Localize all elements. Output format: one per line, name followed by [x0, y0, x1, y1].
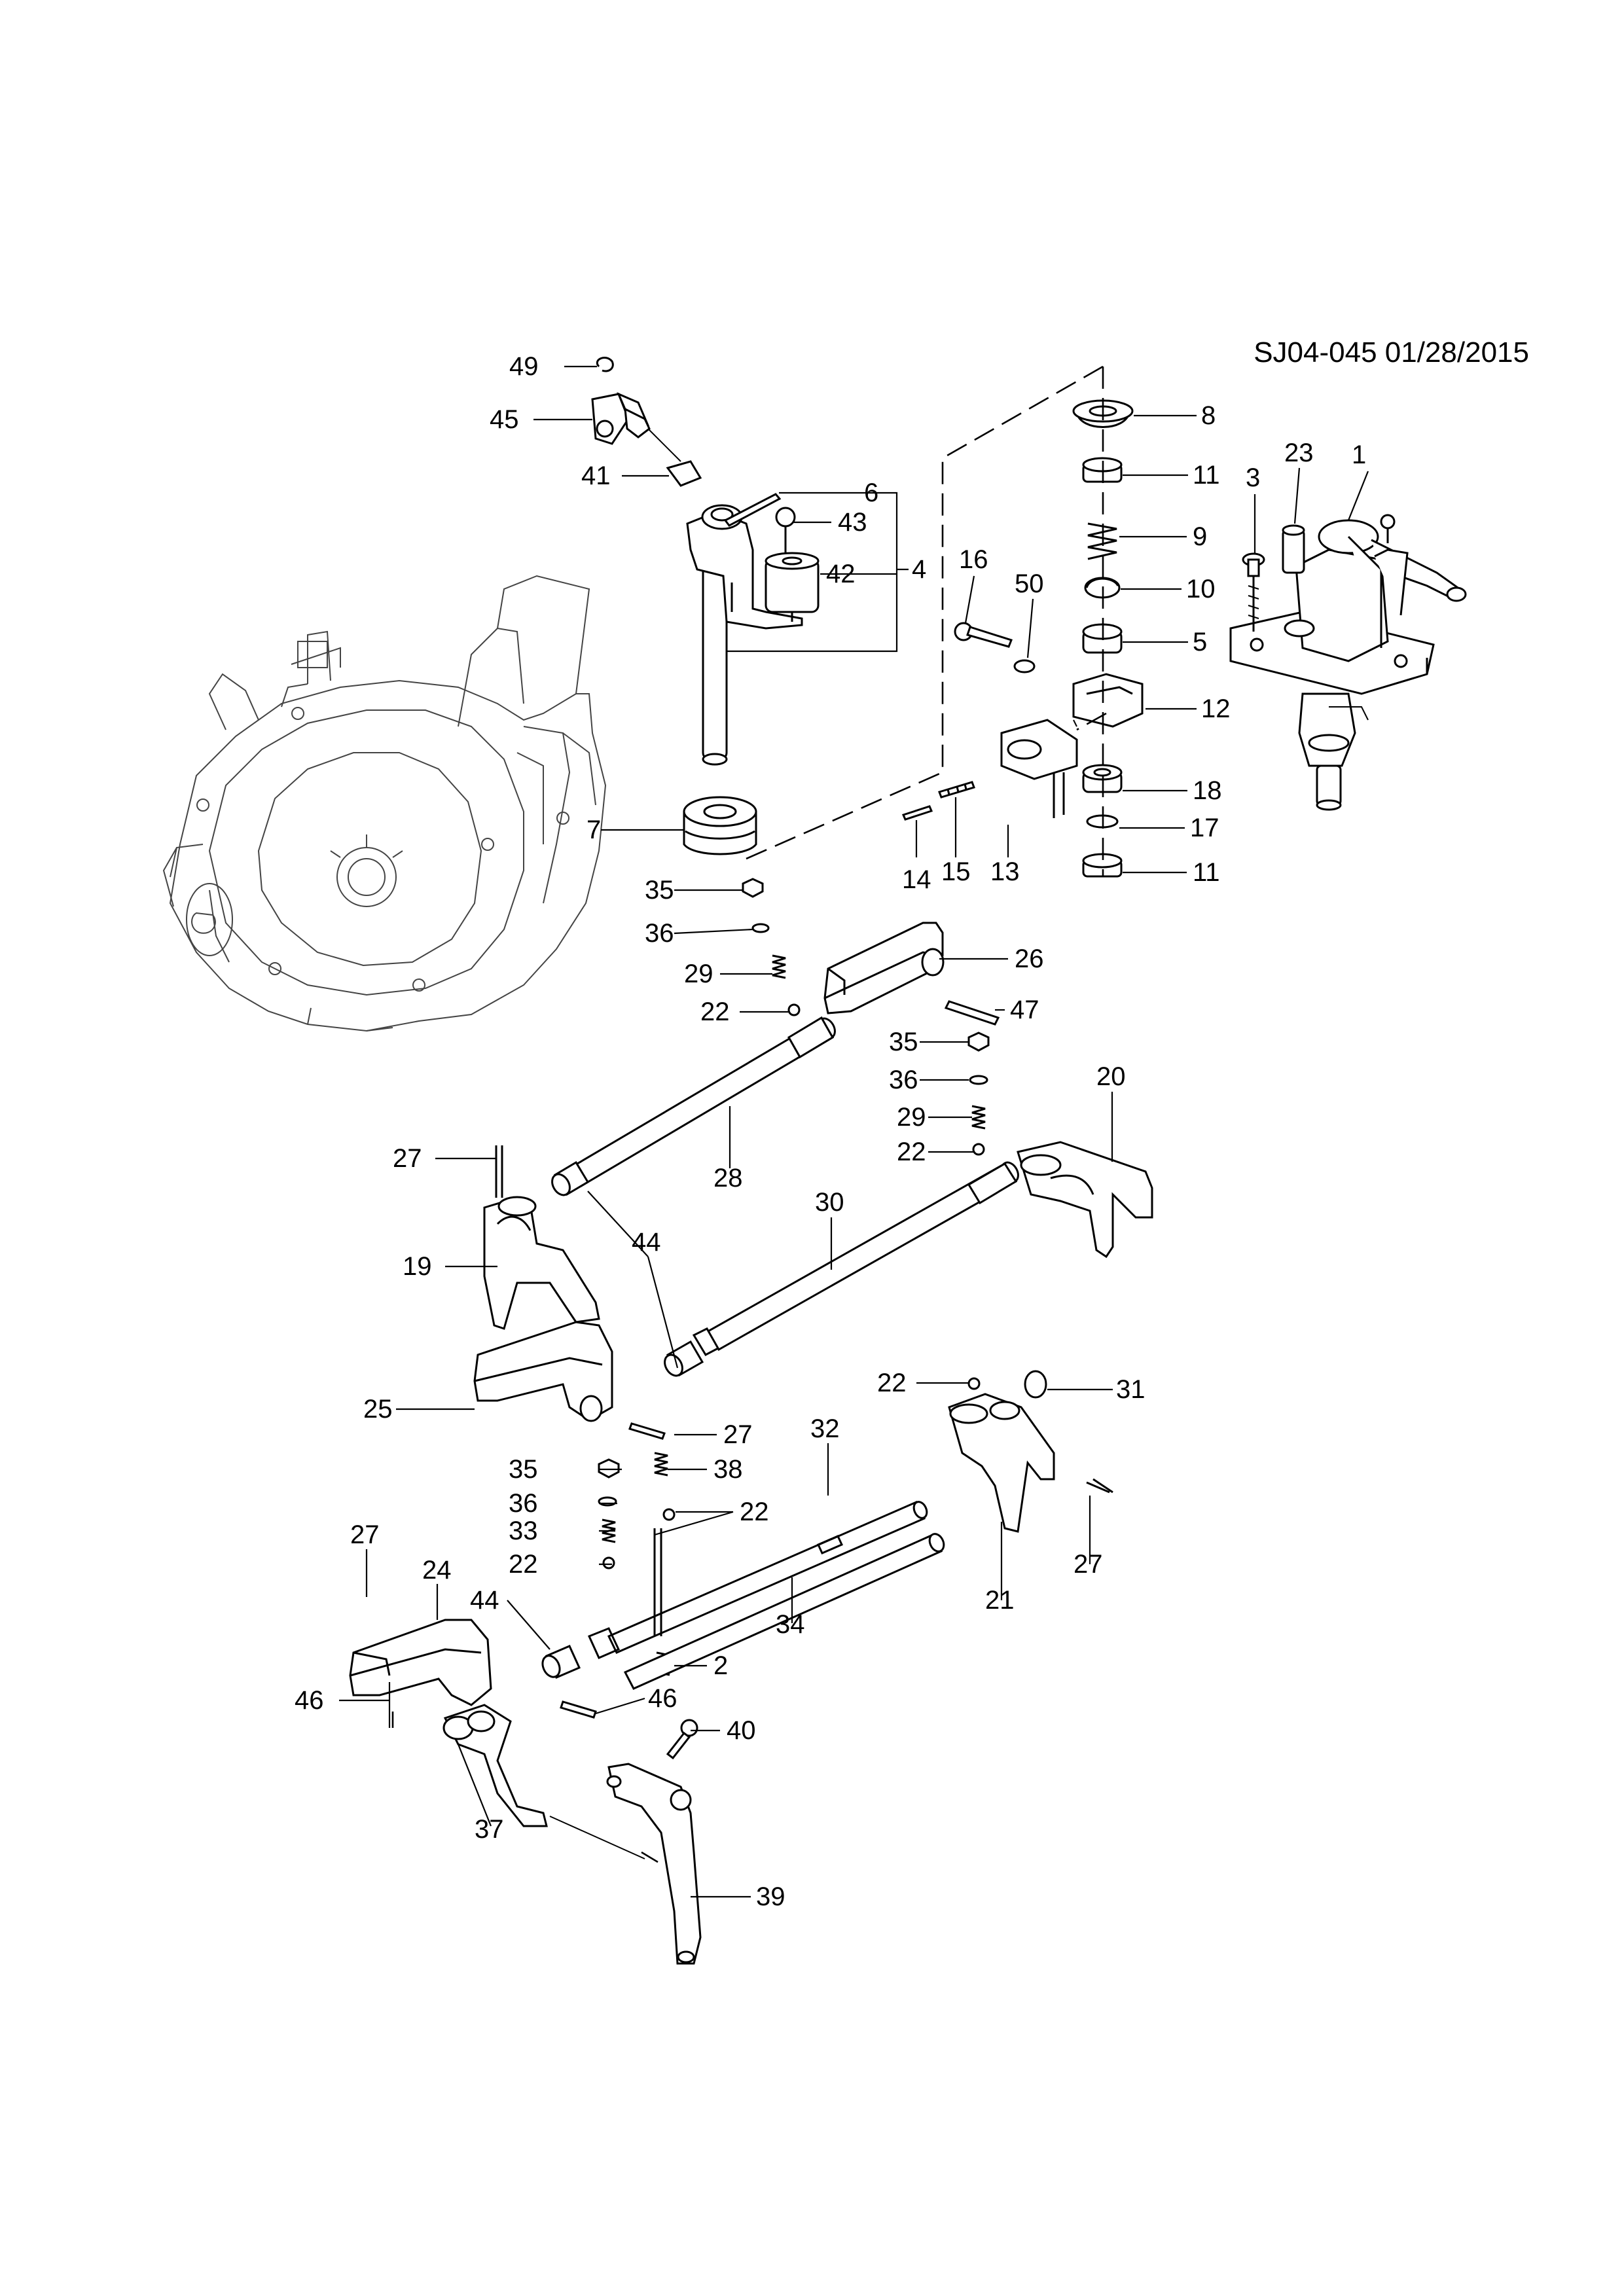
- callout-27-left: 27: [350, 1520, 380, 1549]
- callout-20: 20: [1096, 1062, 1126, 1091]
- callout-13: 13: [990, 857, 1020, 886]
- callout-36-mid: 36: [889, 1066, 918, 1094]
- callout-12: 12: [1201, 694, 1231, 723]
- callout-16: 16: [959, 545, 988, 574]
- callout-32: 32: [810, 1414, 840, 1443]
- selector-pins: [901, 622, 1036, 821]
- callout-27-mid: 27: [723, 1420, 753, 1449]
- callout-2: 2: [713, 1651, 728, 1680]
- callout-3: 3: [1246, 463, 1260, 492]
- leader-lines: [339, 365, 1369, 1898]
- callout-46-right: 46: [648, 1684, 677, 1713]
- callout-17: 17: [1190, 814, 1219, 842]
- callout-11-bottom: 11: [1193, 858, 1220, 887]
- callout-27-right: 27: [1074, 1550, 1103, 1579]
- shift-forks: [349, 922, 1153, 1719]
- callout-38: 38: [713, 1455, 743, 1484]
- callout-29-top: 29: [684, 960, 713, 988]
- shift-lever-assembly: [591, 357, 820, 766]
- callout-44-mid: 44: [632, 1228, 661, 1257]
- callout-23: 23: [1284, 439, 1314, 467]
- callout-10: 10: [1186, 575, 1216, 603]
- callout-1: 1: [1352, 440, 1366, 469]
- callout-22-lower: 22: [740, 1498, 769, 1526]
- callout-22-mid: 22: [897, 1138, 926, 1166]
- callout-35-mid: 35: [889, 1028, 918, 1056]
- callout-34: 34: [776, 1610, 805, 1639]
- assembly-dash-lines: [391, 365, 1107, 1863]
- callout-26: 26: [1015, 944, 1044, 973]
- callout-40: 40: [727, 1716, 756, 1745]
- callout-49: 49: [509, 352, 539, 381]
- callout-4: 4: [912, 555, 926, 584]
- callout-19: 19: [403, 1252, 432, 1281]
- callout-39: 39: [756, 1882, 785, 1911]
- callout-labels: 49 45 41 6 43 42 4 7 8 11 9 10 5 12 18 1…: [295, 352, 1366, 1911]
- callout-44-bottom: 44: [470, 1586, 499, 1615]
- callout-33: 33: [509, 1516, 538, 1545]
- callout-37: 37: [475, 1815, 504, 1844]
- callout-41: 41: [581, 461, 611, 490]
- callout-15: 15: [941, 857, 971, 886]
- callout-5: 5: [1193, 628, 1207, 656]
- callout-11-top: 11: [1193, 461, 1220, 490]
- callout-35-top: 35: [645, 876, 674, 905]
- lower-shift-lever: [442, 1704, 702, 1965]
- callout-46-left: 46: [295, 1686, 324, 1715]
- callout-45: 45: [490, 405, 519, 434]
- callout-21: 21: [985, 1586, 1015, 1615]
- callout-36-top: 36: [645, 919, 674, 948]
- callout-24: 24: [422, 1556, 452, 1585]
- callout-8: 8: [1201, 401, 1216, 430]
- callout-35-bottom: 35: [509, 1455, 538, 1484]
- transaxle-housing-illustration: [162, 575, 607, 1032]
- callout-27-top: 27: [393, 1144, 422, 1173]
- callout-14: 14: [902, 865, 931, 894]
- callout-31: 31: [1116, 1375, 1146, 1404]
- callout-50: 50: [1015, 569, 1044, 598]
- callout-22-top: 22: [700, 997, 730, 1026]
- callout-29-mid: 29: [897, 1103, 926, 1132]
- callout-22-right: 22: [877, 1369, 907, 1397]
- callout-6: 6: [864, 478, 878, 507]
- document-id: SJ04-045 01/28/2015: [1254, 336, 1529, 368]
- selector-lever-assembly: [1000, 673, 1144, 818]
- callout-30: 30: [815, 1188, 844, 1217]
- callout-7: 7: [586, 816, 601, 844]
- callout-18: 18: [1193, 776, 1222, 805]
- callout-47: 47: [1010, 996, 1039, 1024]
- shift-cover-assembly: [1229, 514, 1467, 811]
- callout-43: 43: [838, 508, 867, 537]
- callout-22-bottom: 22: [509, 1550, 538, 1579]
- callout-28: 28: [713, 1164, 743, 1193]
- callout-9: 9: [1193, 522, 1207, 551]
- shift-lever-boot: [683, 796, 757, 855]
- callout-25: 25: [363, 1395, 393, 1424]
- callout-42: 42: [826, 560, 856, 588]
- callout-36-bottom: 36: [509, 1489, 538, 1518]
- shift-rails: [541, 1016, 1019, 1690]
